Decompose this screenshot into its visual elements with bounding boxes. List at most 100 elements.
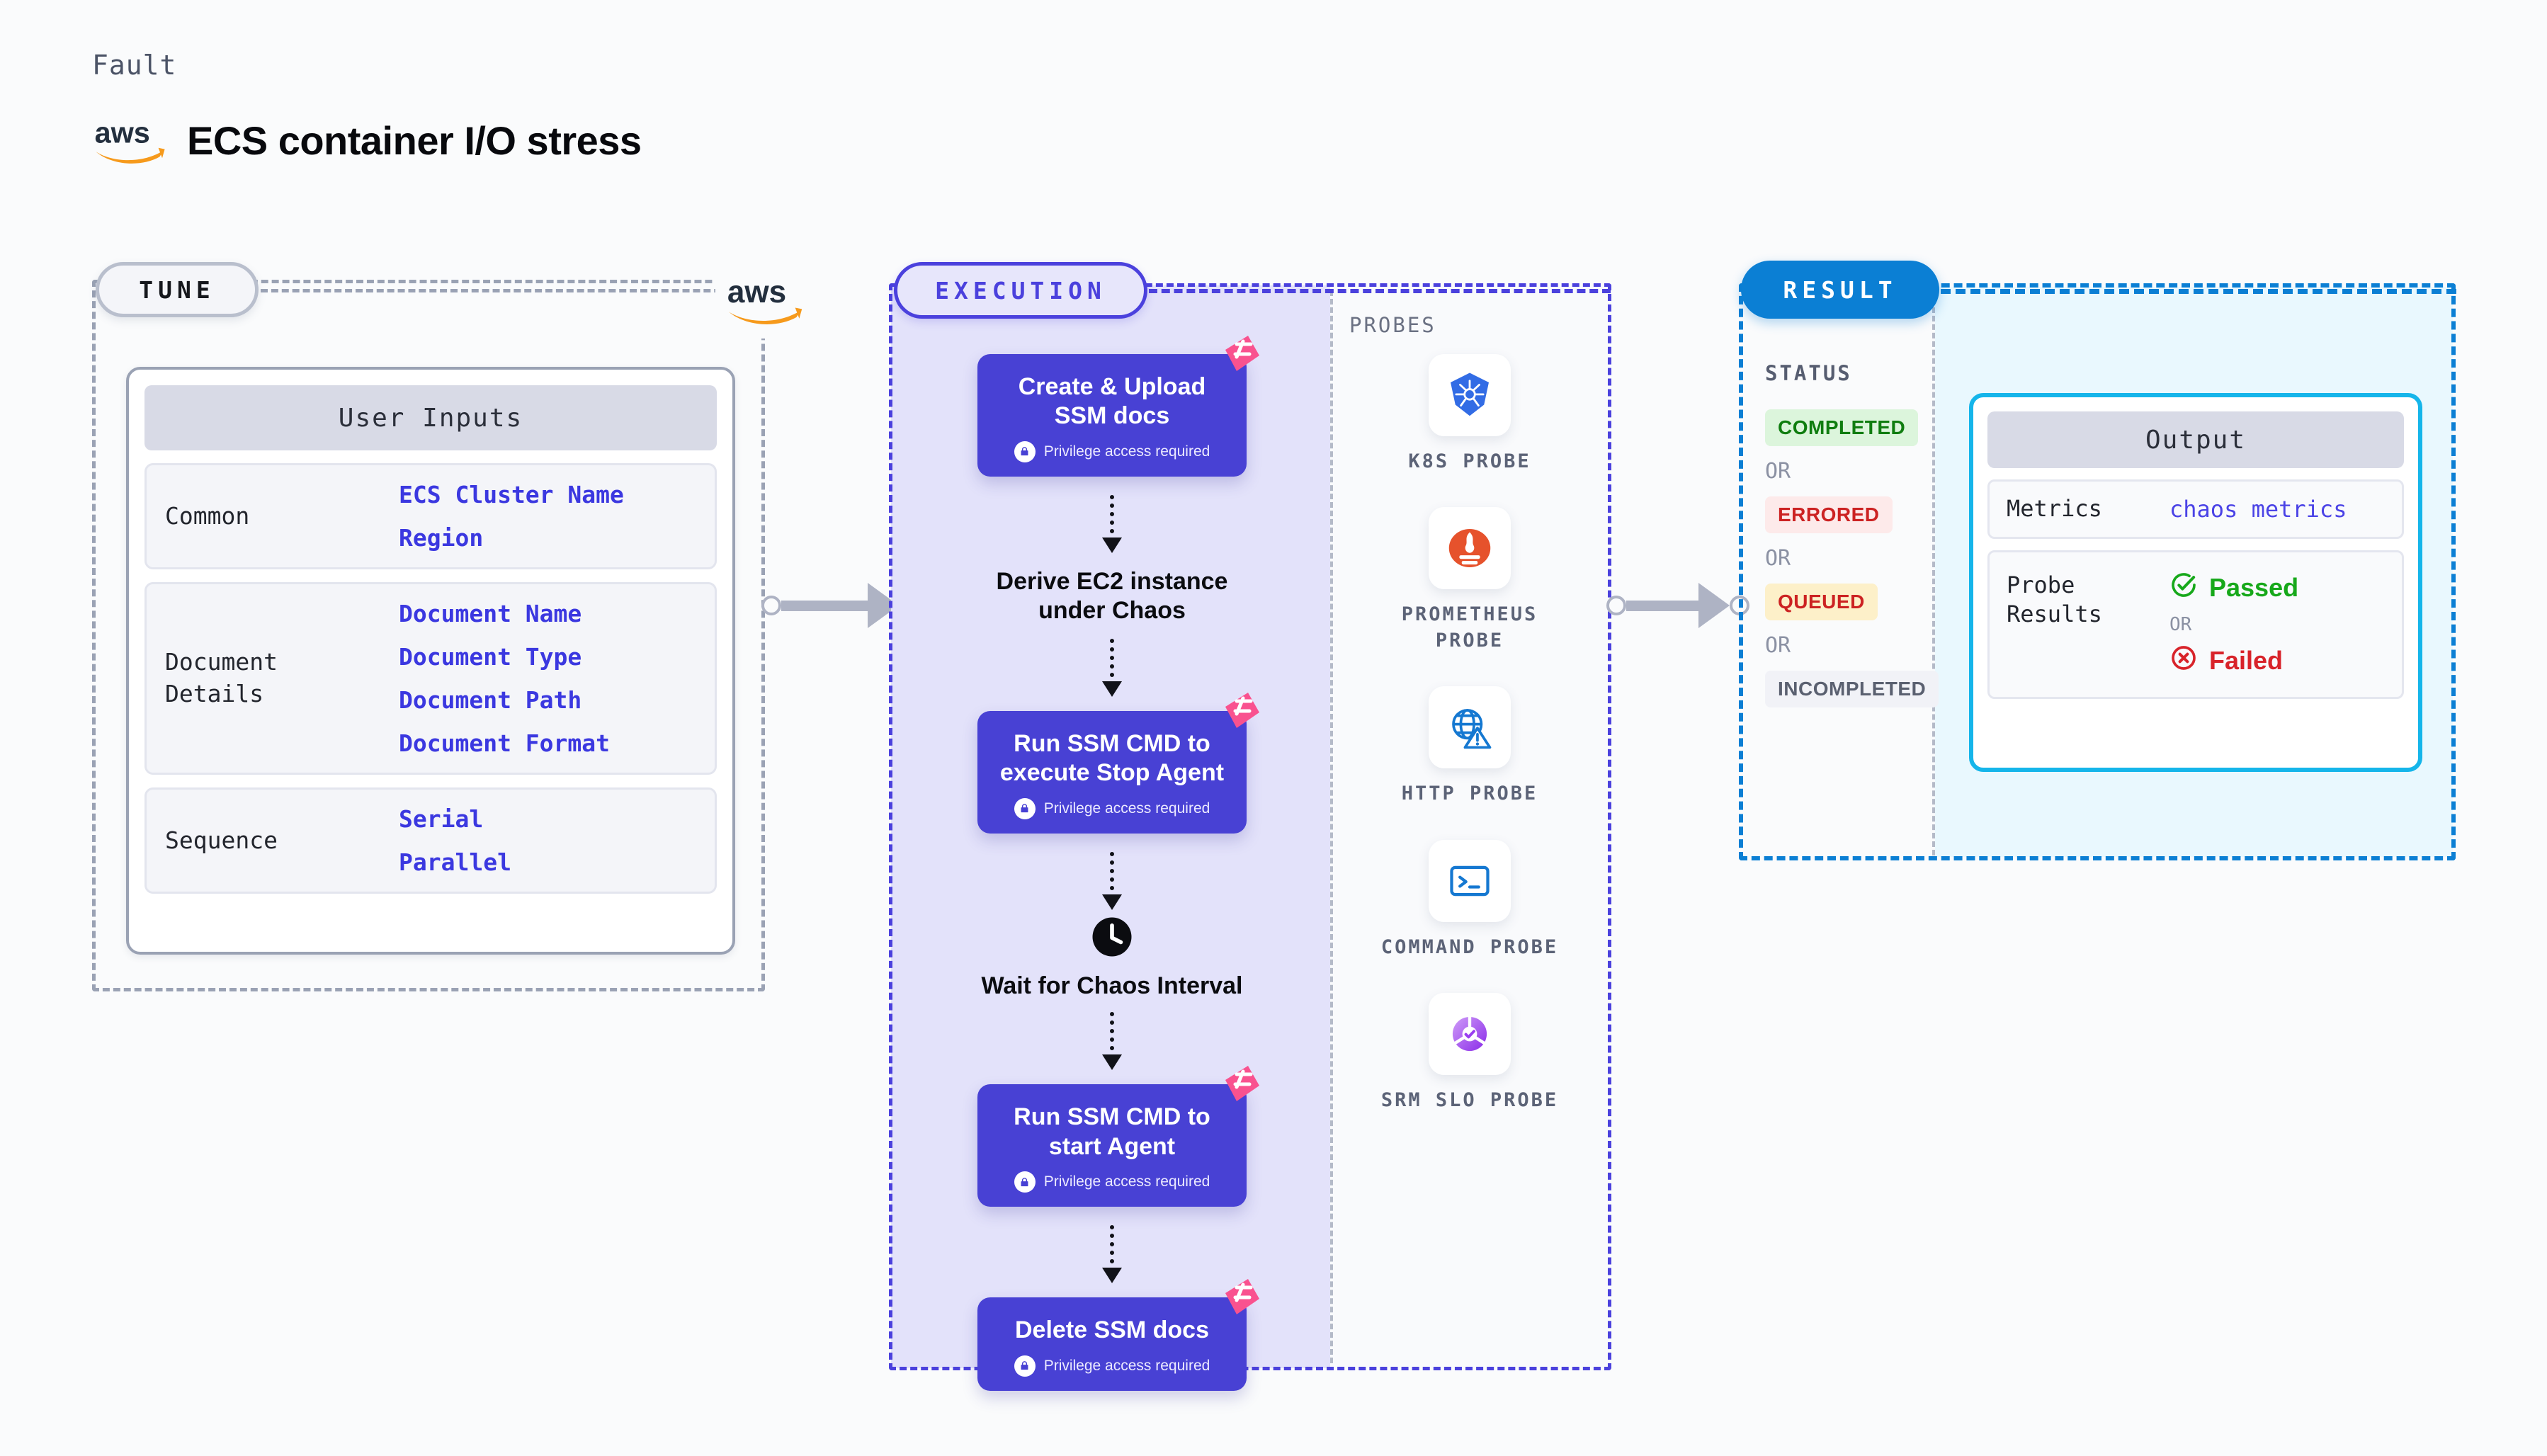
flow-connector-dotted — [1102, 638, 1122, 697]
flow-connector-dotted — [1102, 494, 1122, 553]
probe-label: PROMETHEUS PROBE — [1401, 603, 1538, 652]
input-value[interactable]: Document Path — [399, 686, 582, 714]
metrics-value[interactable]: chaos metrics — [2169, 495, 2347, 523]
privilege-note: Privilege access required — [990, 440, 1234, 462]
execution-pill-label[interactable]: EXECUTION — [894, 262, 1147, 319]
aws-logo-icon: aws — [92, 113, 169, 167]
status-section-label: STATUS — [1765, 361, 1852, 385]
probes-divider — [1330, 290, 1333, 1363]
flow-step-box[interactable]: Run SSM CMD to execute Stop Agent Privil… — [977, 692, 1259, 834]
privilege-note-text: Privilege access required — [1043, 1173, 1210, 1190]
probes-background — [1330, 285, 1609, 1368]
result-panel — [1739, 283, 2456, 860]
page-title: ECS container I/O stress — [187, 118, 642, 163]
input-section-label: Common — [165, 501, 250, 530]
harness-logo-icon — [1220, 691, 1264, 731]
input-section-label: Document Details — [165, 648, 278, 707]
probe-item-srm-slo[interactable]: SRM SLO PROBE — [1363, 993, 1576, 1113]
fault-eyebrow: Fault — [92, 50, 177, 81]
input-value[interactable]: Document Type — [399, 643, 582, 671]
probe-list: K8S PROBE PROMETHEUS PROBE — [1346, 354, 1594, 1114]
input-value[interactable]: Parallel — [399, 848, 511, 876]
input-value[interactable]: Serial — [399, 805, 484, 833]
flow-step-box[interactable]: Create & Upload SSM docs Privilege acces… — [977, 336, 1259, 477]
harness-logo-icon — [1220, 1278, 1264, 1317]
lock-icon — [1014, 440, 1036, 462]
x-circle-icon — [2169, 644, 2198, 678]
privilege-note: Privilege access required — [990, 1171, 1234, 1193]
status-or: OR — [1765, 633, 1791, 658]
input-section-document-details: Document Details Document Name Document … — [144, 582, 717, 775]
execution-connector-line — [1149, 289, 1611, 293]
harness-logo-icon — [1220, 334, 1264, 374]
terminal-icon — [1429, 839, 1511, 922]
page-title-row: aws ECS container I/O stress — [92, 113, 642, 167]
probe-item-prometheus[interactable]: PROMETHEUS PROBE — [1363, 507, 1576, 654]
metrics-label: Metrics — [2007, 495, 2102, 522]
probe-item-k8s[interactable]: K8S PROBE — [1363, 354, 1576, 474]
flow-step-title: Run SSM CMD to execute Stop Agent — [999, 729, 1225, 787]
input-section-label: Sequence — [165, 826, 278, 854]
flow-step-box[interactable]: Run SSM CMD to start Agent Privilege acc… — [977, 1066, 1259, 1207]
lock-icon — [1014, 1355, 1036, 1377]
flow-step-plain: Wait for Chaos Interval — [981, 972, 1243, 999]
probe-label: HTTP PROBE — [1401, 783, 1538, 805]
flow-step-wait: Wait for Chaos Interval — [963, 916, 1261, 1001]
probe-result-failed: Failed — [2169, 644, 2298, 678]
lock-icon — [1014, 1171, 1036, 1193]
input-value[interactable]: Document Name — [399, 600, 582, 627]
output-row-metrics: Metrics chaos metrics — [1987, 479, 2404, 539]
svg-text:aws: aws — [727, 275, 785, 309]
status-or: OR — [1765, 546, 1791, 571]
connector-arrow-execution-to-result — [1606, 583, 1749, 628]
output-row-probe-results: Probe Results Passed OR — [1987, 550, 2404, 699]
probe-label: COMMAND PROBE — [1380, 935, 1559, 958]
status-badge: ERRORED — [1765, 496, 1893, 533]
probe-label: SRM SLO PROBE — [1380, 1089, 1559, 1112]
result-connector-line — [1941, 289, 2456, 294]
status-or: OR — [1765, 459, 1791, 484]
flow-step-box[interactable]: Delete SSM docs Privilege access require… — [977, 1279, 1259, 1391]
status-badge: QUEUED — [1765, 584, 1878, 620]
flow-step-title: Run SSM CMD to start Agent — [1014, 1103, 1210, 1160]
harness-logo-icon — [1220, 1064, 1264, 1104]
probe-results-label: Probe Results — [2007, 571, 2102, 628]
probe-result-passed: Passed — [2169, 571, 2298, 605]
probes-section-label: PROBES — [1349, 313, 1436, 337]
flow-step-title: Delete SSM docs — [1015, 1316, 1209, 1344]
input-section-common: Common ECS Cluster Name Region — [144, 463, 717, 569]
input-value[interactable]: ECS Cluster Name — [399, 481, 624, 508]
tune-connector-line — [261, 289, 742, 292]
aws-logo-icon-boundary: aws — [715, 261, 815, 339]
flow-connector-dotted — [1102, 851, 1122, 910]
result-pill-label[interactable]: RESULT — [1741, 261, 1939, 319]
privilege-note-text: Privilege access required — [1043, 800, 1210, 817]
user-inputs-card: User Inputs Common ECS Cluster Name Regi… — [126, 367, 735, 955]
input-value[interactable]: Document Format — [399, 729, 611, 757]
probe-item-command[interactable]: COMMAND PROBE — [1363, 839, 1576, 960]
flow-connector-dotted — [1102, 1012, 1122, 1071]
flow-step-plain: Derive EC2 instance under Chaos — [996, 567, 1228, 625]
input-section-sequence: Sequence Serial Parallel — [144, 787, 717, 894]
tune-panel — [92, 280, 765, 991]
probe-result-passed-text: Passed — [2209, 573, 2299, 603]
status-badge: INCOMPLETED — [1765, 671, 1939, 707]
kubernetes-icon — [1429, 354, 1511, 436]
execution-panel — [889, 283, 1611, 1370]
status-list: COMPLETED OR ERRORED OR QUEUED OR INCOMP… — [1765, 409, 1939, 707]
srm-slo-icon — [1429, 993, 1511, 1076]
flow-step-title: Create & Upload SSM docs — [1018, 373, 1206, 430]
execution-flow: Create & Upload SSM docs Privilege acces… — [914, 336, 1310, 1391]
prometheus-icon — [1429, 507, 1511, 590]
probe-result-or: OR — [2169, 613, 2192, 635]
input-value[interactable]: Region — [399, 524, 484, 552]
privilege-note: Privilege access required — [990, 1355, 1234, 1377]
probe-item-http[interactable]: HTTP PROBE — [1363, 686, 1576, 807]
output-card: Output Metrics chaos metrics Probe Resul… — [1969, 393, 2422, 772]
check-circle-icon — [2169, 571, 2198, 605]
tune-pill-label[interactable]: TUNE — [96, 262, 259, 317]
probe-result-failed-text: Failed — [2209, 646, 2284, 676]
privilege-note-text: Privilege access required — [1043, 443, 1210, 460]
probe-label: K8S PROBE — [1408, 450, 1531, 472]
